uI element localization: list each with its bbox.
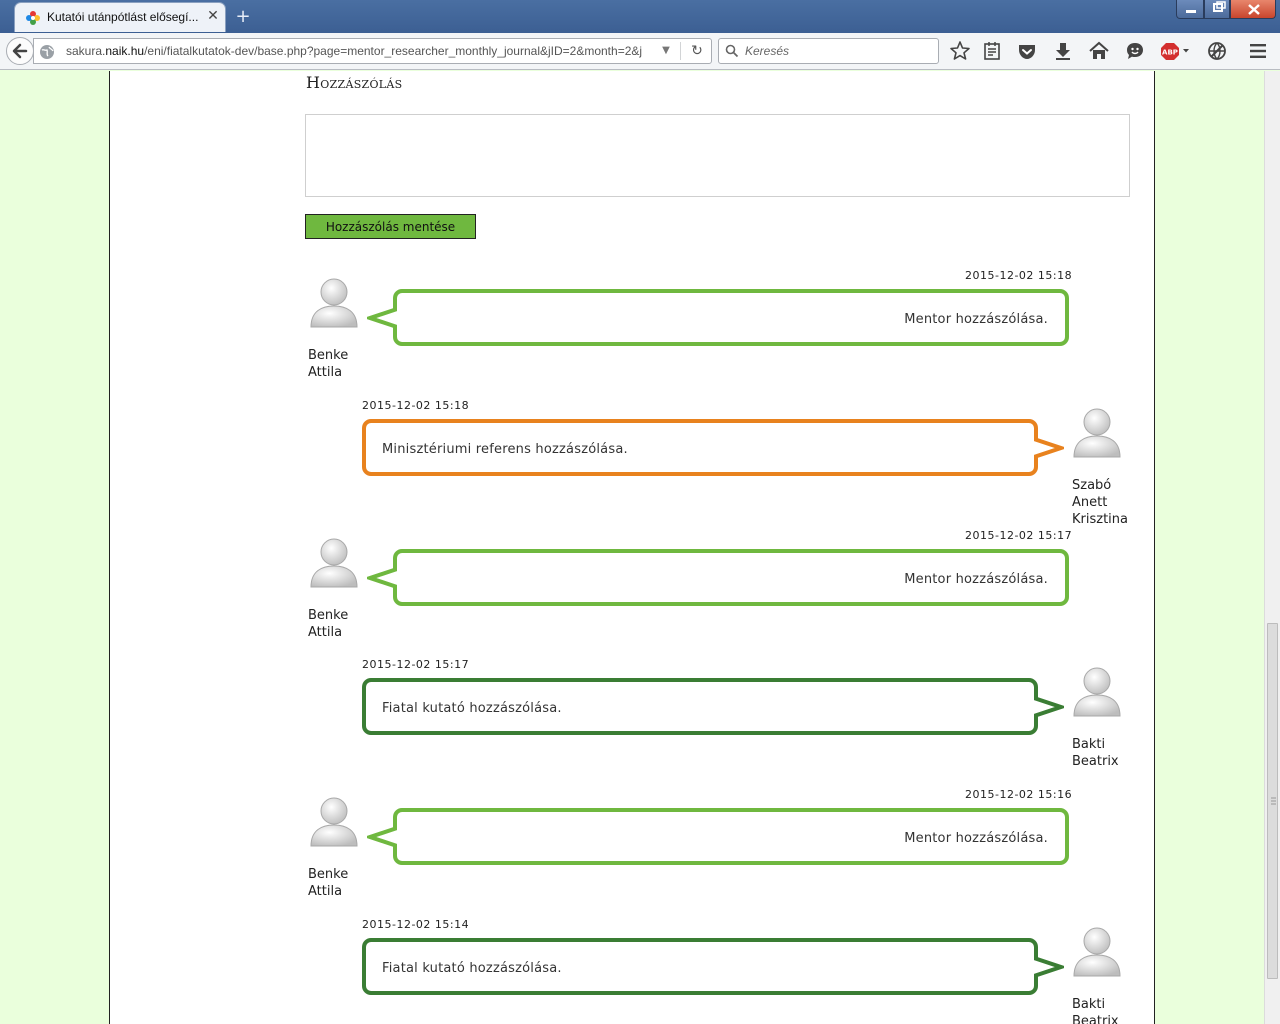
bubble-tail (1034, 436, 1064, 459)
search-input[interactable] (743, 40, 933, 62)
site-favicon-icon (26, 11, 40, 25)
comment-text: Mentor hozzászólása. (904, 571, 1048, 587)
user-avatar-icon (308, 535, 360, 591)
bubble-tail (1034, 696, 1064, 719)
author-name-part: Krisztina (1072, 511, 1128, 527)
comment-textarea[interactable] (305, 114, 1130, 197)
pocket-icon[interactable] (1016, 40, 1038, 62)
author-name-part: Szabó (1072, 477, 1112, 493)
comment-text: Fiatal kutató hozzászólása. (382, 961, 562, 976)
vertical-scrollbar[interactable] (1264, 71, 1280, 1024)
back-arrow-icon (12, 43, 28, 59)
site-identity-globe-icon[interactable] (39, 44, 55, 60)
comment-bubble: Minisztériumi referens hozzászólása. (362, 418, 1038, 476)
comment-text: Fiatal kutató hozzászólása. (382, 701, 562, 717)
user-avatar-icon (1071, 924, 1123, 980)
comment-section-title: Hozzászólás (306, 73, 403, 92)
url-text[interactable]: sakura.naik.hu/eni/fiatalkutatok-dev/bas… (66, 44, 643, 58)
tab-close-icon[interactable]: ✕ (207, 8, 219, 24)
author-name-part: Anett (1072, 494, 1108, 510)
author-name-part: Benke (308, 607, 349, 623)
window-minimize-button[interactable] (1176, 0, 1204, 19)
tab-title: Kutatói utánpótlást elősegí... (47, 10, 199, 24)
comment-timestamp: 2015-12-02 15:18 (362, 398, 470, 412)
adblock-badge-text: ABP (1162, 49, 1178, 57)
comment-text: Mentor hozzászólása. (904, 831, 1048, 847)
network-globe-icon[interactable] (1206, 40, 1228, 62)
home-icon[interactable] (1088, 40, 1110, 62)
user-avatar-icon (308, 275, 360, 331)
author-name-part: Beatrix (1072, 754, 1119, 770)
bookmark-star-icon[interactable] (949, 40, 971, 62)
save-comment-button[interactable]: Hozzászólás mentése (305, 214, 476, 239)
browser-tab[interactable]: Kutatói utánpótlást elősegí... ✕ (14, 2, 226, 32)
author-name-part: Attila (308, 884, 343, 900)
title-bar: Kutatói utánpótlást elősegí... ✕ + (0, 0, 1280, 33)
author-name-part: Beatrix (1072, 1014, 1119, 1024)
bubble-tail (1034, 956, 1064, 978)
navigation-toolbar: sakura.naik.hu/eni/fiatalkutatok-dev/bas… (0, 33, 1280, 70)
comment-bubble: Mentor hozzászólása. (393, 548, 1069, 606)
author-name-part: Benke (308, 867, 349, 883)
comment-text: Minisztériumi referens hozzászólása. (382, 441, 628, 457)
window-close-button[interactable] (1230, 0, 1276, 19)
back-button[interactable] (6, 37, 34, 65)
bubble-tail (367, 826, 397, 849)
reload-icon[interactable]: ↻ (691, 43, 703, 59)
hamburger-menu-icon[interactable] (1248, 41, 1268, 61)
url-separator (680, 42, 681, 60)
author-name-part: Attila (308, 624, 343, 640)
comment-bubble: Mentor hozzászólása. (393, 808, 1069, 866)
search-bar[interactable] (718, 38, 939, 64)
author-name-part: Bakti (1072, 997, 1106, 1012)
comment-bubble: Fiatal kutató hozzászólása. (362, 678, 1038, 736)
reading-list-icon[interactable] (981, 40, 1003, 62)
search-icon (725, 44, 739, 58)
bubble-tail (367, 566, 397, 589)
comment-timestamp: 2015-12-02 15:17 (362, 658, 470, 672)
comment-timestamp: 2015-12-02 15:18 (965, 269, 1073, 282)
url-history-dropdown-icon[interactable]: ▼ (662, 45, 670, 56)
comment-timestamp: 2015-12-02 15:16 (965, 788, 1073, 802)
user-avatar-icon (1071, 405, 1123, 461)
user-avatar-icon (308, 794, 360, 850)
new-tab-plus-icon[interactable]: + (235, 6, 251, 27)
comment-timestamp: 2015-12-02 15:14 (362, 918, 470, 931)
user-avatar-icon (1071, 664, 1123, 720)
author-name-part: Bakti (1072, 737, 1106, 753)
comment-bubble: Fiatal kutató hozzászólása. (362, 938, 1038, 995)
comment-text: Mentor hozzászólása. (904, 312, 1048, 327)
author-name-part: Benke (308, 348, 349, 363)
downloads-arrow-icon[interactable] (1052, 40, 1074, 62)
content-area: Hozzászólás Hozzászólás mentése 2015-12-… (109, 71, 1155, 1024)
scrollbar-thumb[interactable] (1267, 623, 1278, 979)
bubble-tail (367, 307, 397, 329)
chat-smiley-icon[interactable] (1124, 40, 1146, 62)
comment-bubble: Mentor hozzászólása. (393, 289, 1069, 346)
author-name-part: Attila (308, 365, 343, 380)
comment-timestamp: 2015-12-02 15:17 (965, 528, 1073, 542)
page-viewport: Hozzászólás Hozzászólás mentése 2015-12-… (0, 71, 1264, 1024)
adblock-plus-icon[interactable]: ABP (1160, 40, 1192, 62)
window-restore-button[interactable] (1204, 0, 1230, 19)
address-bar[interactable]: sakura.naik.hu/eni/fiatalkutatok-dev/bas… (33, 38, 712, 64)
